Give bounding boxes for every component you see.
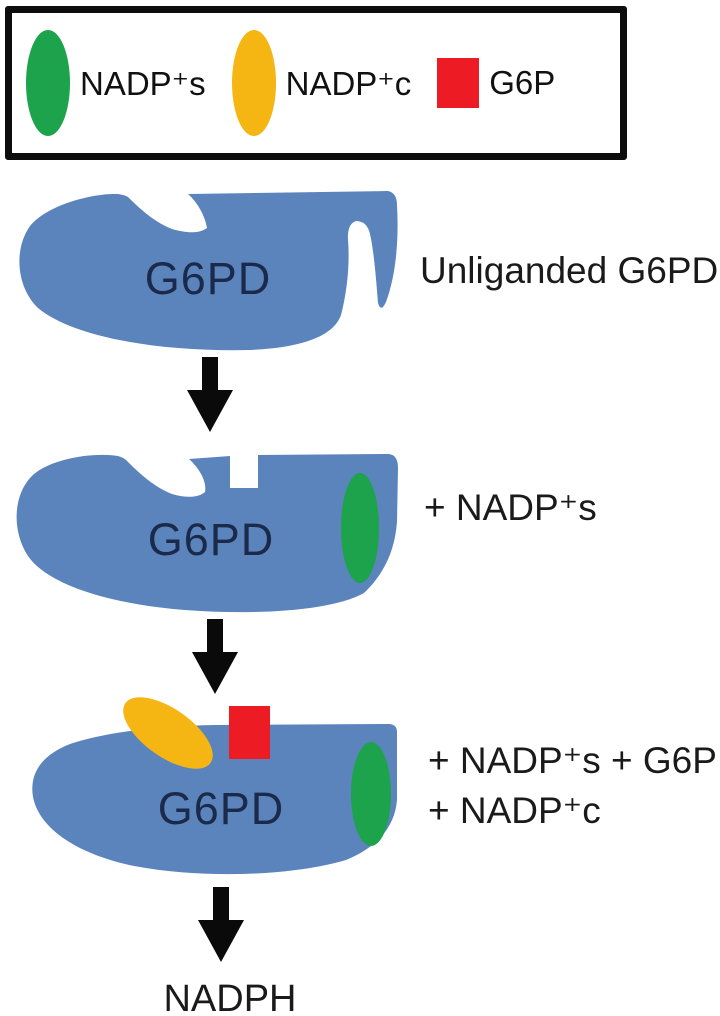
caption-stage3-line2: + NADP⁺c — [428, 790, 601, 831]
product-label: NADPH — [163, 978, 297, 1016]
legend-label-nadps: NADP⁺s — [80, 64, 206, 102]
caption-stage3-line1: + NADP⁺s + G6P — [428, 740, 717, 781]
legend-item-nadpc: NADP⁺c — [231, 30, 412, 136]
arrow-down-2 — [192, 619, 238, 694]
g6p-square-stage3 — [229, 706, 270, 759]
legend-label-g6p: G6P — [489, 64, 556, 101]
nadps-ellipse-stage2 — [341, 473, 379, 583]
enzyme-blob-nadps-bound — [16, 454, 398, 613]
legend-label-nadpc: NADP⁺c — [285, 64, 412, 102]
nadpc-ellipse-stage3 — [123, 697, 213, 769]
enzyme-label-stage1: G6PD — [144, 253, 272, 304]
g6p-square-icon — [437, 58, 480, 108]
legend-box: NADP⁺s NADP⁺c G6P — [5, 6, 627, 160]
enzyme-label-stage2: G6PD — [147, 514, 275, 565]
enzyme-label-stage3: G6PD — [157, 783, 285, 834]
arrow-down-1 — [187, 357, 233, 432]
caption-stage2: + NADP⁺s — [424, 487, 597, 528]
legend-item-nadps: NADP⁺s — [26, 30, 206, 136]
nadpc-ellipse-icon — [231, 30, 276, 136]
nadps-ellipse-stage3 — [351, 742, 391, 846]
enzyme-blob-fully-liganded — [32, 724, 397, 875]
nadps-ellipse-icon — [26, 30, 70, 136]
enzyme-blob-unliganded — [19, 191, 398, 351]
caption-stage3: + NADP⁺s + G6P + NADP⁺c — [428, 736, 717, 836]
arrow-down-3 — [198, 887, 244, 962]
legend-item-g6p: G6P — [437, 58, 555, 108]
caption-stage1: Unliganded G6PD — [420, 250, 719, 291]
